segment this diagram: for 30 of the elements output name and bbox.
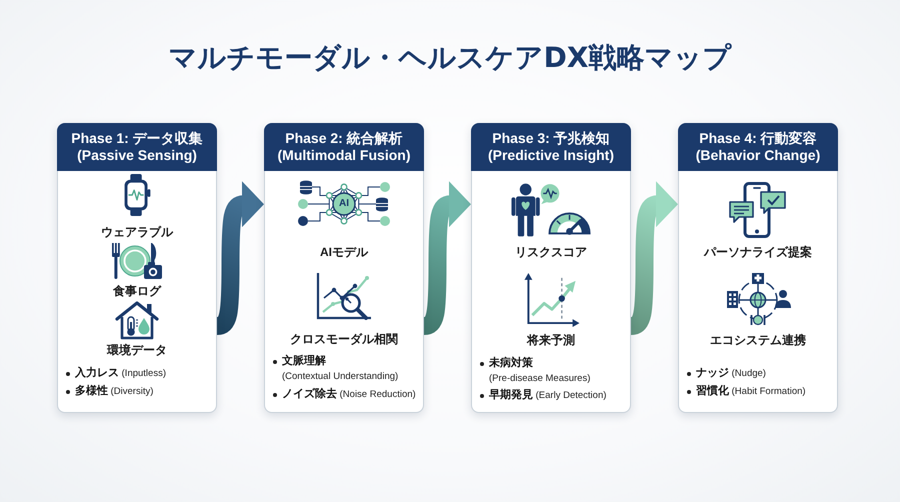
bullet-text: 多様性 (Diversity): [75, 384, 154, 399]
phase-header: Phase 4: 行動変容 (Behavior Change): [678, 123, 838, 171]
icon-label: パーソナライズ提案: [704, 245, 812, 260]
flow-arrow: [216, 182, 264, 335]
network-center-label: AI: [339, 198, 349, 210]
phase-card: [678, 123, 838, 413]
bullet-text: 早期発見 (Early Detection): [489, 388, 606, 403]
bullet-text: ナッジ (Nudge): [696, 366, 766, 381]
bullet-text: 未病対策 (Pre-disease Measures): [489, 356, 592, 386]
icon-label: 環境データ: [107, 343, 167, 358]
icon-label: クロスモーダル相関: [290, 332, 398, 347]
title: マルチモーダル・ヘルスケアDX戦略マップ: [168, 40, 732, 76]
icon-label: AIモデル: [320, 245, 368, 260]
phase-header: Phase 3: 予兆検知 (Predictive Insight): [471, 123, 631, 171]
phase-card: [471, 123, 631, 413]
bullet-text: 習慣化 (Habit Formation): [696, 384, 806, 399]
bullet-text: 入力レス (Inputless): [75, 366, 166, 381]
icon-label: エコシステム連携: [710, 333, 806, 348]
bullet-text: ノイズ除去 (Noise Reduction): [282, 387, 416, 402]
phase-header: Phase 1: データ収集 (Passive Sensing): [57, 123, 217, 171]
phase-card: [264, 123, 424, 413]
flow-arrow: [423, 182, 471, 335]
icon-label: 将来予測: [527, 333, 575, 348]
phase-header: Phase 2: 統合解析 (Multimodal Fusion): [264, 123, 424, 171]
phase-card: [57, 123, 217, 413]
flow-arrow: [630, 182, 678, 335]
bullet-text: 文脈理解 (Contextual Understanding): [282, 354, 400, 384]
icon-label: ウェアラブル: [101, 225, 173, 240]
icon-label: 食事ログ: [113, 284, 161, 299]
icon-label: リスクスコア: [515, 245, 587, 260]
